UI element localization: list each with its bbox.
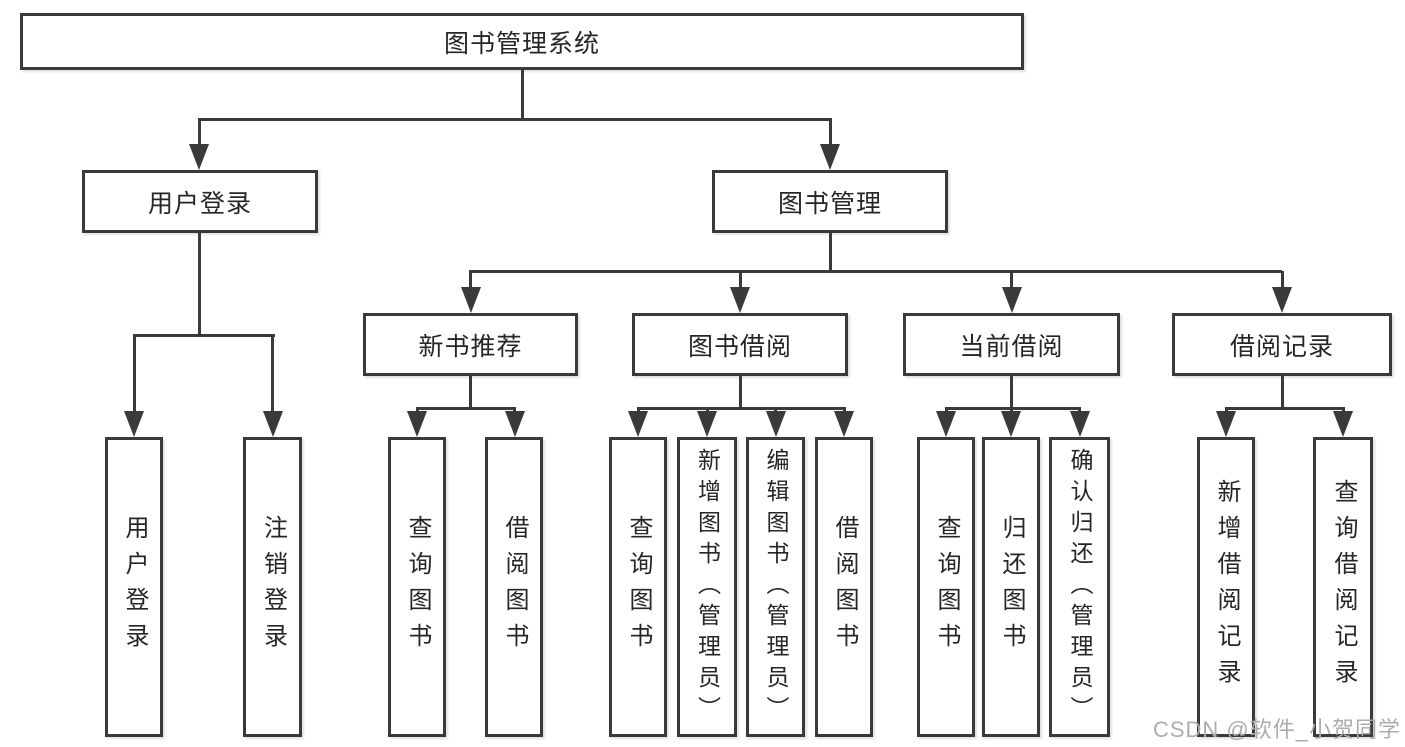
connector-leaf-rail	[1224, 406, 1345, 410]
node-leaf-recommend-borrow-book: 借阅图书	[485, 437, 543, 737]
connector-module-stem	[1010, 376, 1013, 410]
arrowhead-icon	[834, 411, 854, 437]
arrowhead-icon	[407, 411, 427, 437]
node-leaf-confirm-return-admin-label: 确认归还（管理员）	[1067, 447, 1093, 727]
connector-level2-rail	[197, 117, 832, 121]
node-leaf-return-book: 归还图书	[982, 437, 1040, 737]
arrowhead-icon	[1216, 411, 1236, 437]
connector-module-stem	[1280, 376, 1284, 410]
node-current-borrow: 当前借阅	[903, 313, 1120, 376]
node-leaf-user-login-label: 用户登录	[121, 515, 148, 659]
arrowhead-icon	[1001, 411, 1021, 437]
node-leaf-recommend-query-book: 查询图书	[388, 437, 446, 737]
arrowhead-icon	[124, 411, 144, 437]
node-leaf-query-borrow-record-label: 查询借阅记录	[1330, 479, 1357, 695]
node-book-management-branch-label: 图书管理	[777, 189, 882, 218]
arrowhead-icon	[936, 411, 956, 437]
connector-leaf-rail	[636, 406, 846, 410]
node-book-borrow-label: 图书借阅	[687, 332, 792, 361]
connector-root-stem	[520, 69, 524, 120]
node-book-borrow: 图书借阅	[632, 313, 848, 376]
node-leaf-borrow-book-label: 借阅图书	[831, 515, 858, 659]
arrowhead-icon	[504, 411, 525, 437]
arrowhead-icon	[189, 144, 209, 170]
node-leaf-recommend-query-book-label: 查询图书	[404, 515, 431, 659]
connector-drop-module	[469, 271, 472, 289]
arrowhead-icon	[1333, 411, 1353, 437]
connector-drop-user-login	[197, 119, 201, 147]
node-leaf-recommend-borrow-book-label: 借阅图书	[501, 515, 528, 659]
node-borrow-records-label: 借阅记录	[1229, 332, 1334, 361]
arrowhead-icon	[730, 287, 750, 313]
arrowhead-icon	[765, 411, 786, 437]
node-root-library-system: 图书管理系统	[20, 13, 1024, 70]
node-new-book-recommend-label: 新书推荐	[418, 332, 523, 361]
node-leaf-current-query-book: 查询图书	[917, 437, 975, 737]
node-leaf-borrow-book: 借阅图书	[815, 437, 873, 737]
arrowhead-icon	[820, 144, 840, 170]
connector-module-stem	[738, 376, 742, 410]
node-leaf-add-book-admin-label: 新增图书（管理员）	[694, 447, 721, 727]
arrowhead-icon	[1069, 411, 1090, 437]
node-leaf-borrow-query-book-label: 查询图书	[625, 515, 652, 659]
connector-module-stem	[469, 376, 472, 410]
node-leaf-query-borrow-record: 查询借阅记录	[1313, 437, 1373, 737]
node-leaf-user-login: 用户登录	[105, 437, 163, 737]
node-user-login-branch: 用户登录	[82, 170, 318, 233]
connector-user-login-rail	[132, 333, 275, 337]
node-user-login-branch-label: 用户登录	[147, 189, 252, 218]
arrowhead-icon	[460, 287, 481, 313]
node-leaf-add-borrow-record: 新增借阅记录	[1197, 437, 1255, 737]
node-current-borrow-label: 当前借阅	[959, 332, 1064, 361]
csdn-watermark: CSDN @软件_小贺同学	[1152, 717, 1401, 742]
connector-drop-book-mgmt	[828, 119, 832, 147]
node-borrow-records: 借阅记录	[1172, 313, 1392, 376]
node-leaf-edit-book-admin: 编辑图书（管理员）	[746, 437, 805, 737]
connector-drop-leaf	[271, 335, 274, 413]
node-book-management-branch: 图书管理	[712, 170, 948, 233]
connector-user-login-stem	[197, 233, 201, 337]
node-leaf-edit-book-admin-label: 编辑图书（管理员）	[763, 447, 789, 727]
connector-leaf-rail	[944, 406, 1081, 410]
node-leaf-borrow-query-book: 查询图书	[609, 437, 667, 737]
connector-leaf-rail	[415, 406, 516, 410]
node-leaf-add-book-admin: 新增图书（管理员）	[677, 437, 737, 737]
node-new-book-recommend: 新书推荐	[363, 313, 578, 376]
connector-level3-rail	[469, 269, 1282, 273]
node-leaf-logout-label: 注销登录	[259, 515, 287, 659]
arrowhead-icon	[1001, 287, 1022, 313]
connector-drop-leaf	[132, 335, 136, 413]
node-leaf-confirm-return-admin: 确认归还（管理员）	[1049, 437, 1110, 737]
connector-drop-module	[1280, 271, 1284, 289]
connector-drop-module	[738, 271, 742, 289]
arrowhead-icon	[697, 411, 717, 437]
arrowhead-icon	[1272, 287, 1292, 313]
node-leaf-add-borrow-record-label: 新增借阅记录	[1213, 479, 1240, 695]
connector-book-mgmt-stem	[828, 233, 832, 273]
node-leaf-logout: 注销登录	[243, 437, 302, 737]
arrowhead-icon	[628, 411, 648, 437]
arrowhead-icon	[262, 411, 283, 437]
node-root-label: 图书管理系统	[443, 29, 600, 58]
node-leaf-current-query-book-label: 查询图书	[933, 515, 960, 659]
connector-drop-module	[1010, 271, 1013, 289]
node-leaf-return-book-label: 归还图书	[998, 515, 1025, 659]
